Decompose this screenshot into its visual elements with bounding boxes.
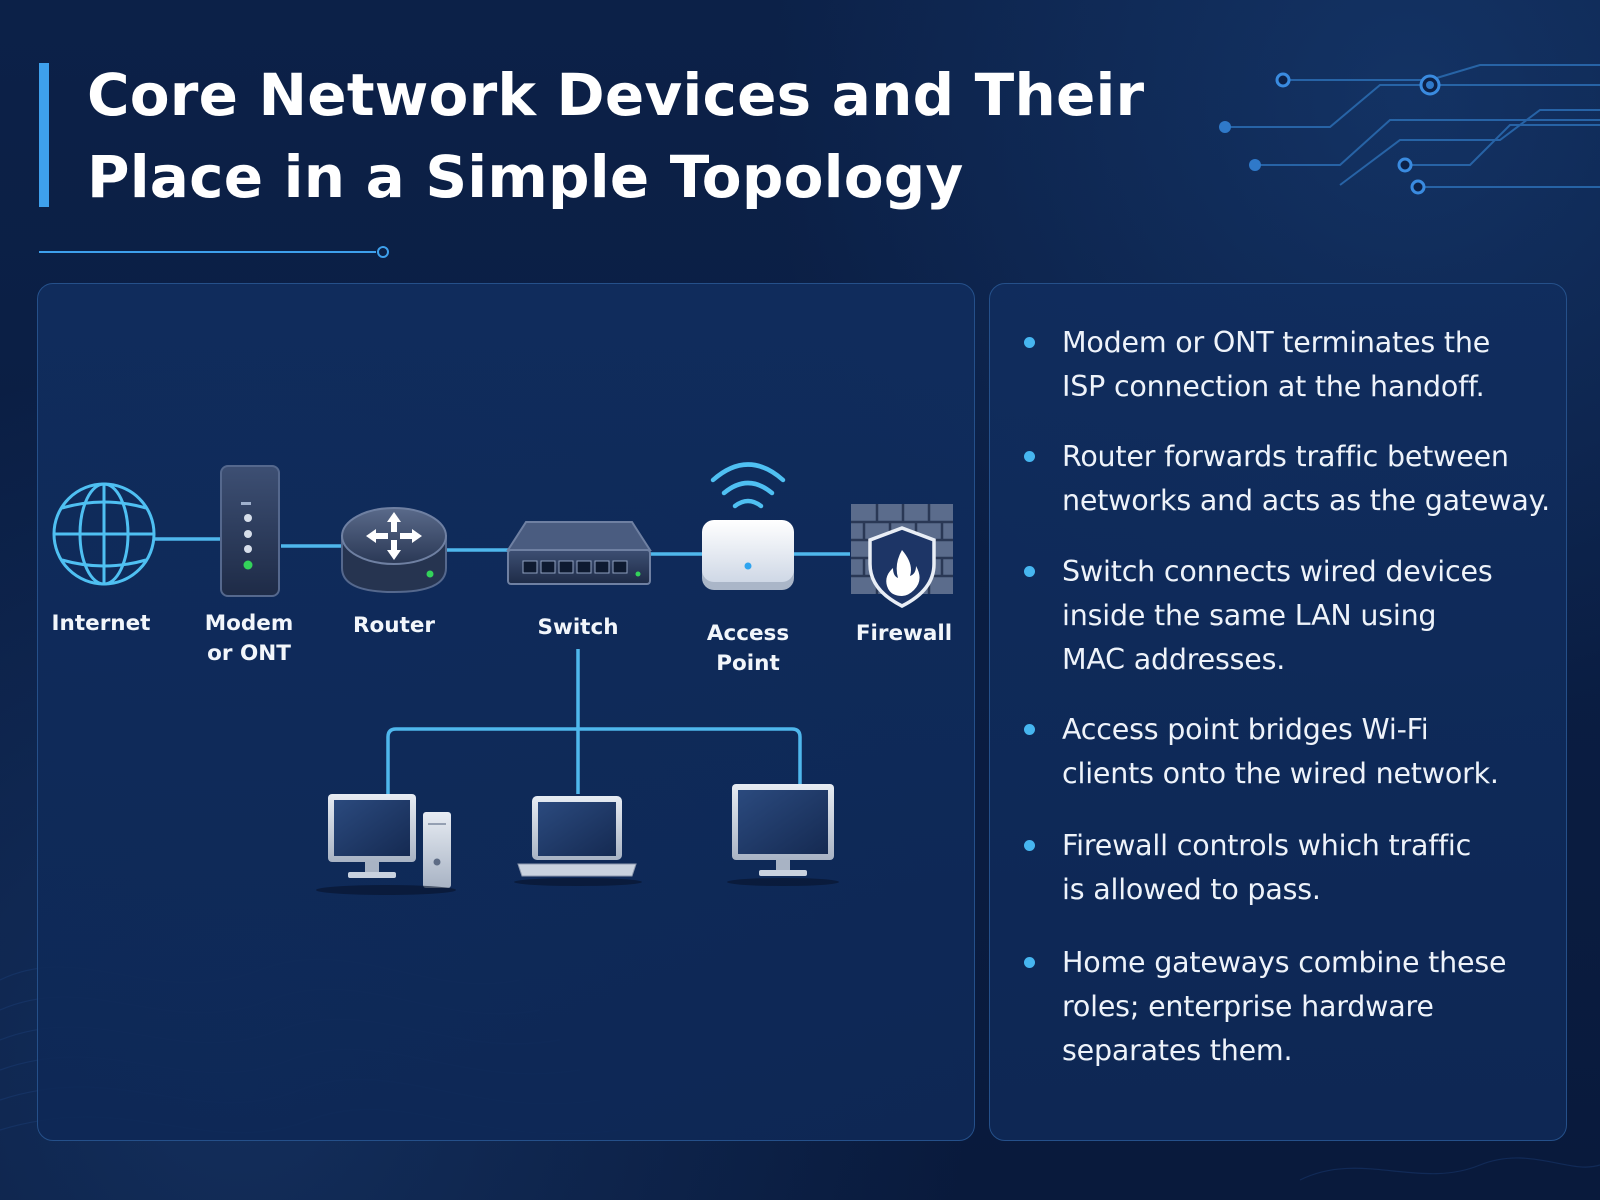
monitor-icon [727,784,839,886]
note-router: Router forwards traffic between networks… [1024,435,1552,523]
topology-diagram: Internet Modem or ONT [52,462,953,895]
note-access-point-line-1: Access point bridges Wi-Fi [1062,713,1429,746]
topology-diagram-panel: Internet Modem or ONT [37,283,975,1141]
note-router-line-2: networks and acts as the gateway. [1062,484,1551,517]
modem-icon [220,465,280,597]
firewall-icon [851,504,953,608]
page-title: Core Network Devices and Their Place in … [87,54,1237,218]
node-label-access-point-line-1: Access [707,621,789,646]
device-notes-panel: Modem or ONT terminates the ISP connecti… [989,283,1567,1141]
laptop-icon [514,796,642,886]
modem-status-led [243,560,253,570]
access-point-icon [702,462,794,590]
note-home-gateways-line-2: roles; enterprise hardware [1062,990,1434,1023]
note-switch-line-2: inside the same LAN using [1062,599,1437,632]
bullet-icon [1024,840,1035,851]
node-label-firewall: Firewall [856,621,952,646]
note-access-point: Access point bridges Wi-Fi clients onto … [1024,708,1552,796]
title-accent-bar [39,63,49,207]
desktop-pc-icon [316,794,456,895]
note-firewall-line-1: Firewall controls which traffic [1062,829,1472,862]
node-label-switch: Switch [537,615,618,640]
switch-status-led [635,571,641,577]
node-label-internet: Internet [52,611,151,636]
page-title-line-2: Place in a Simple Topology [87,143,964,211]
note-firewall: Firewall controls which traffic is allow… [1024,824,1552,912]
page-title-line-1: Core Network Devices and Their [87,61,1145,129]
bullet-icon [1024,337,1035,348]
bullet-icon [1024,957,1035,968]
note-switch-line-1: Switch connects wired devices [1062,555,1493,588]
node-label-access-point-line-2: Point [716,651,779,676]
note-switch-line-3: MAC addresses. [1062,643,1286,676]
link-switch-monitor [578,727,802,794]
note-modem-line-1: Modem or ONT terminates the [1062,326,1491,359]
globe-icon [52,482,156,586]
bullet-icon [1024,724,1035,735]
title-underline [39,246,389,258]
link-switch-desktop-pc [386,727,578,794]
circuit-dots [1219,81,1434,171]
circuit-traces [1225,64,1600,188]
circuit-nodes [1275,72,1441,195]
note-modem: Modem or ONT terminates the ISP connecti… [1024,321,1552,409]
note-home-gateways: Home gateways combine these roles; enter… [1024,941,1552,1073]
note-router-line-1: Router forwards traffic between [1062,440,1509,473]
switch-icon [506,521,652,585]
note-home-gateways-line-3: separates them. [1062,1034,1293,1067]
note-modem-line-2: ISP connection at the handoff. [1062,370,1485,403]
note-switch: Switch connects wired devices inside the… [1024,550,1552,682]
flame-icon [886,550,920,596]
node-label-modem-line-1: Modem [205,611,294,636]
router-icon [341,507,447,594]
topology-links [154,537,850,794]
node-label-router: Router [353,613,435,638]
note-access-point-line-2: clients onto the wired network. [1062,757,1499,790]
note-home-gateways-line-1: Home gateways combine these [1062,946,1507,979]
router-status-led [426,570,434,578]
wifi-signal-icon [710,462,786,509]
bullet-icon [1024,451,1035,462]
bullet-icon [1024,566,1035,577]
note-firewall-line-2: is allowed to pass. [1062,873,1321,906]
node-label-modem-line-2: or ONT [207,641,291,666]
